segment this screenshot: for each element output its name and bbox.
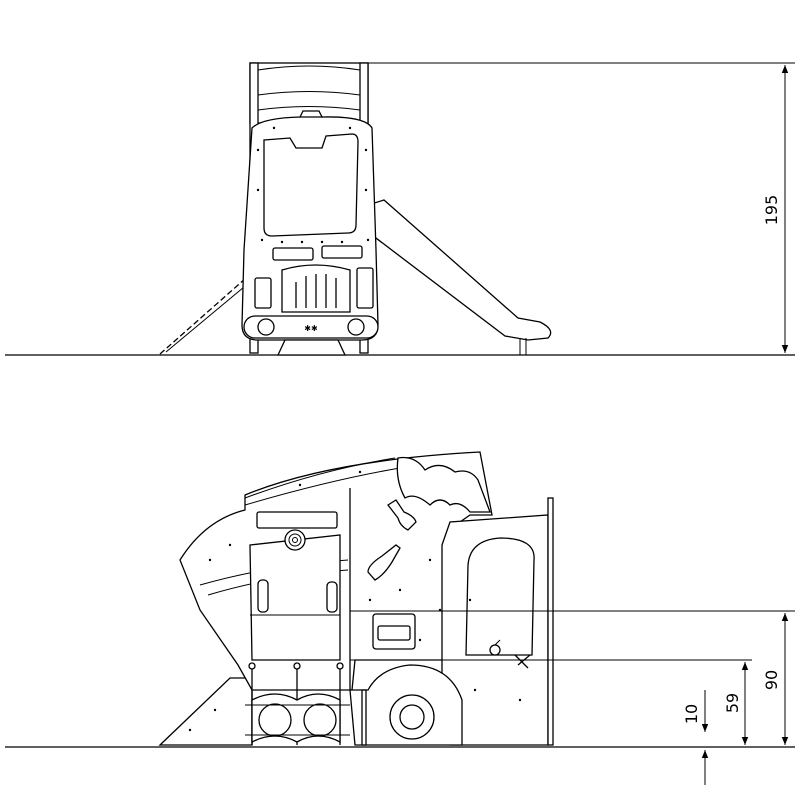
front-view: ✱✱ 195 bbox=[5, 62, 795, 356]
dimension-label-10: 10 bbox=[682, 704, 701, 724]
dimension-label-90: 90 bbox=[762, 670, 781, 690]
chassis bbox=[349, 664, 463, 746]
side-view: 90 59 10 bbox=[5, 451, 795, 785]
rope-chain bbox=[159, 277, 251, 355]
truck-cab-body bbox=[179, 451, 493, 691]
truck-front-body: ✱✱ bbox=[241, 110, 379, 356]
dimension-side-top: 90 bbox=[350, 610, 795, 745]
barrel-climber bbox=[245, 662, 350, 745]
rear-platform bbox=[158, 677, 253, 746]
dimension-side-low: 10 bbox=[682, 690, 709, 785]
vent-grill bbox=[372, 613, 416, 650]
dimension-label-59: 59 bbox=[723, 693, 742, 713]
bolt-dots-side bbox=[188, 470, 522, 732]
svg-text:✱✱: ✱✱ bbox=[304, 324, 318, 333]
slide bbox=[367, 199, 552, 355]
bottle-icon bbox=[387, 499, 417, 531]
bottle-icon bbox=[367, 544, 401, 581]
truck-door bbox=[441, 497, 554, 746]
bolt-dots-front bbox=[256, 126, 370, 244]
dimension-side-mid: 59 bbox=[350, 659, 752, 745]
dimension-front-height: 195 bbox=[368, 62, 795, 353]
dimension-label-195: 195 bbox=[762, 195, 781, 226]
